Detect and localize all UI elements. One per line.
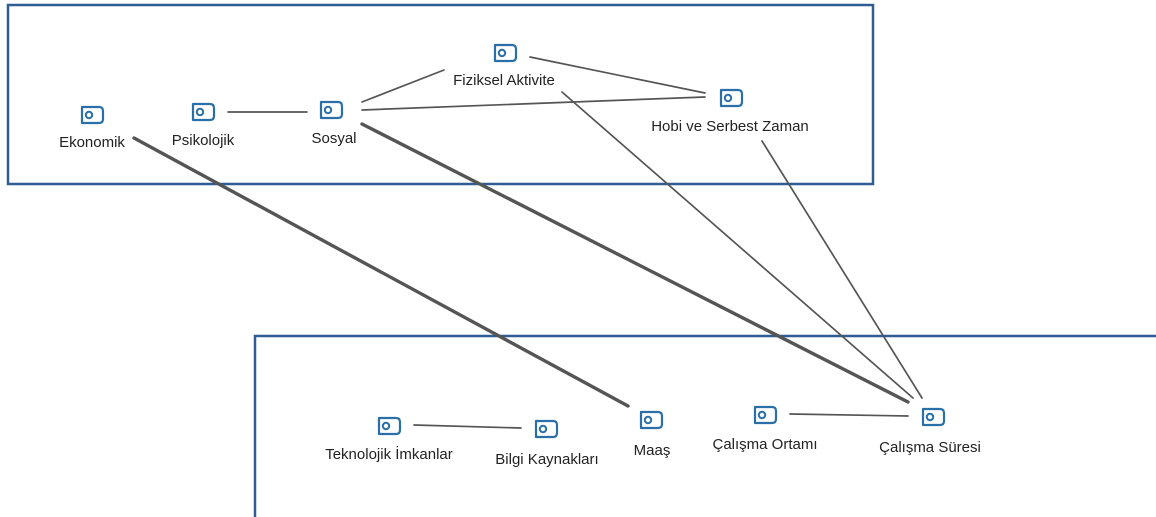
node-sosyal[interactable]: Sosyal xyxy=(311,100,357,147)
node-calisma-ortami[interactable]: Çalışma Ortamı xyxy=(712,405,818,453)
node-teknolojik-imkanlar[interactable]: Teknolojik İmkanlar xyxy=(325,416,453,463)
node-label: Maaş xyxy=(634,442,671,459)
node-label: Teknolojik İmkanlar xyxy=(325,445,453,463)
node-label: Hobi ve Serbest Zaman xyxy=(651,118,809,135)
tag-icon xyxy=(191,102,216,122)
top-group-frame xyxy=(6,3,875,186)
node-label: Çalışma Süresi xyxy=(879,439,981,456)
node-label: Çalışma Ortamı xyxy=(712,436,817,453)
node-ekonomik[interactable]: Ekonomik xyxy=(59,105,125,151)
edge-hobi-ve-serbest-zaman-calisma-suresi xyxy=(761,140,923,399)
tag-icon xyxy=(493,43,518,63)
edge-ekonomik-maas xyxy=(132,136,630,408)
tag-icon xyxy=(377,416,402,436)
edge-calisma-ortami-calisma-suresi xyxy=(789,413,909,417)
node-label: Fiziksel Aktivite xyxy=(453,72,555,89)
tag-icon xyxy=(753,405,778,425)
node-calisma-suresi[interactable]: Çalışma Süresi xyxy=(879,407,981,456)
node-label: Sosyal xyxy=(311,130,356,147)
node-maas[interactable]: Maaş xyxy=(634,410,671,459)
edge-fiziksel-aktivite-hobi-ve-serbest-zaman xyxy=(529,56,706,94)
node-label: Psikolojik xyxy=(172,132,235,149)
edge-sosyal-hobi-ve-serbest-zaman xyxy=(361,96,706,111)
edge-sosyal-fiziksel-aktivite xyxy=(361,69,445,103)
edge-fiziksel-aktivite-calisma-suresi xyxy=(561,91,914,399)
tag-icon xyxy=(921,407,946,427)
node-label: Ekonomik xyxy=(59,134,125,151)
node-bilgi-kaynaklari[interactable]: Bilgi Kaynakları xyxy=(495,419,599,468)
tag-icon xyxy=(719,88,744,108)
edge-sosyal-calisma-suresi xyxy=(360,122,910,404)
node-label: Bilgi Kaynakları xyxy=(495,451,598,468)
node-hobi-ve-serbest-zaman[interactable]: Hobi ve Serbest Zaman xyxy=(651,88,809,135)
tag-icon xyxy=(639,410,664,430)
tag-icon xyxy=(534,419,559,439)
node-fiziksel-aktivite[interactable]: Fiziksel Aktivite xyxy=(453,43,555,89)
tag-icon xyxy=(319,100,344,120)
edge-teknolojik-imkanlar-bilgi-kaynaklari xyxy=(413,424,522,429)
node-psikolojik[interactable]: Psikolojik xyxy=(172,102,235,149)
bottom-group-frame xyxy=(253,334,1156,517)
tag-icon xyxy=(80,105,105,125)
